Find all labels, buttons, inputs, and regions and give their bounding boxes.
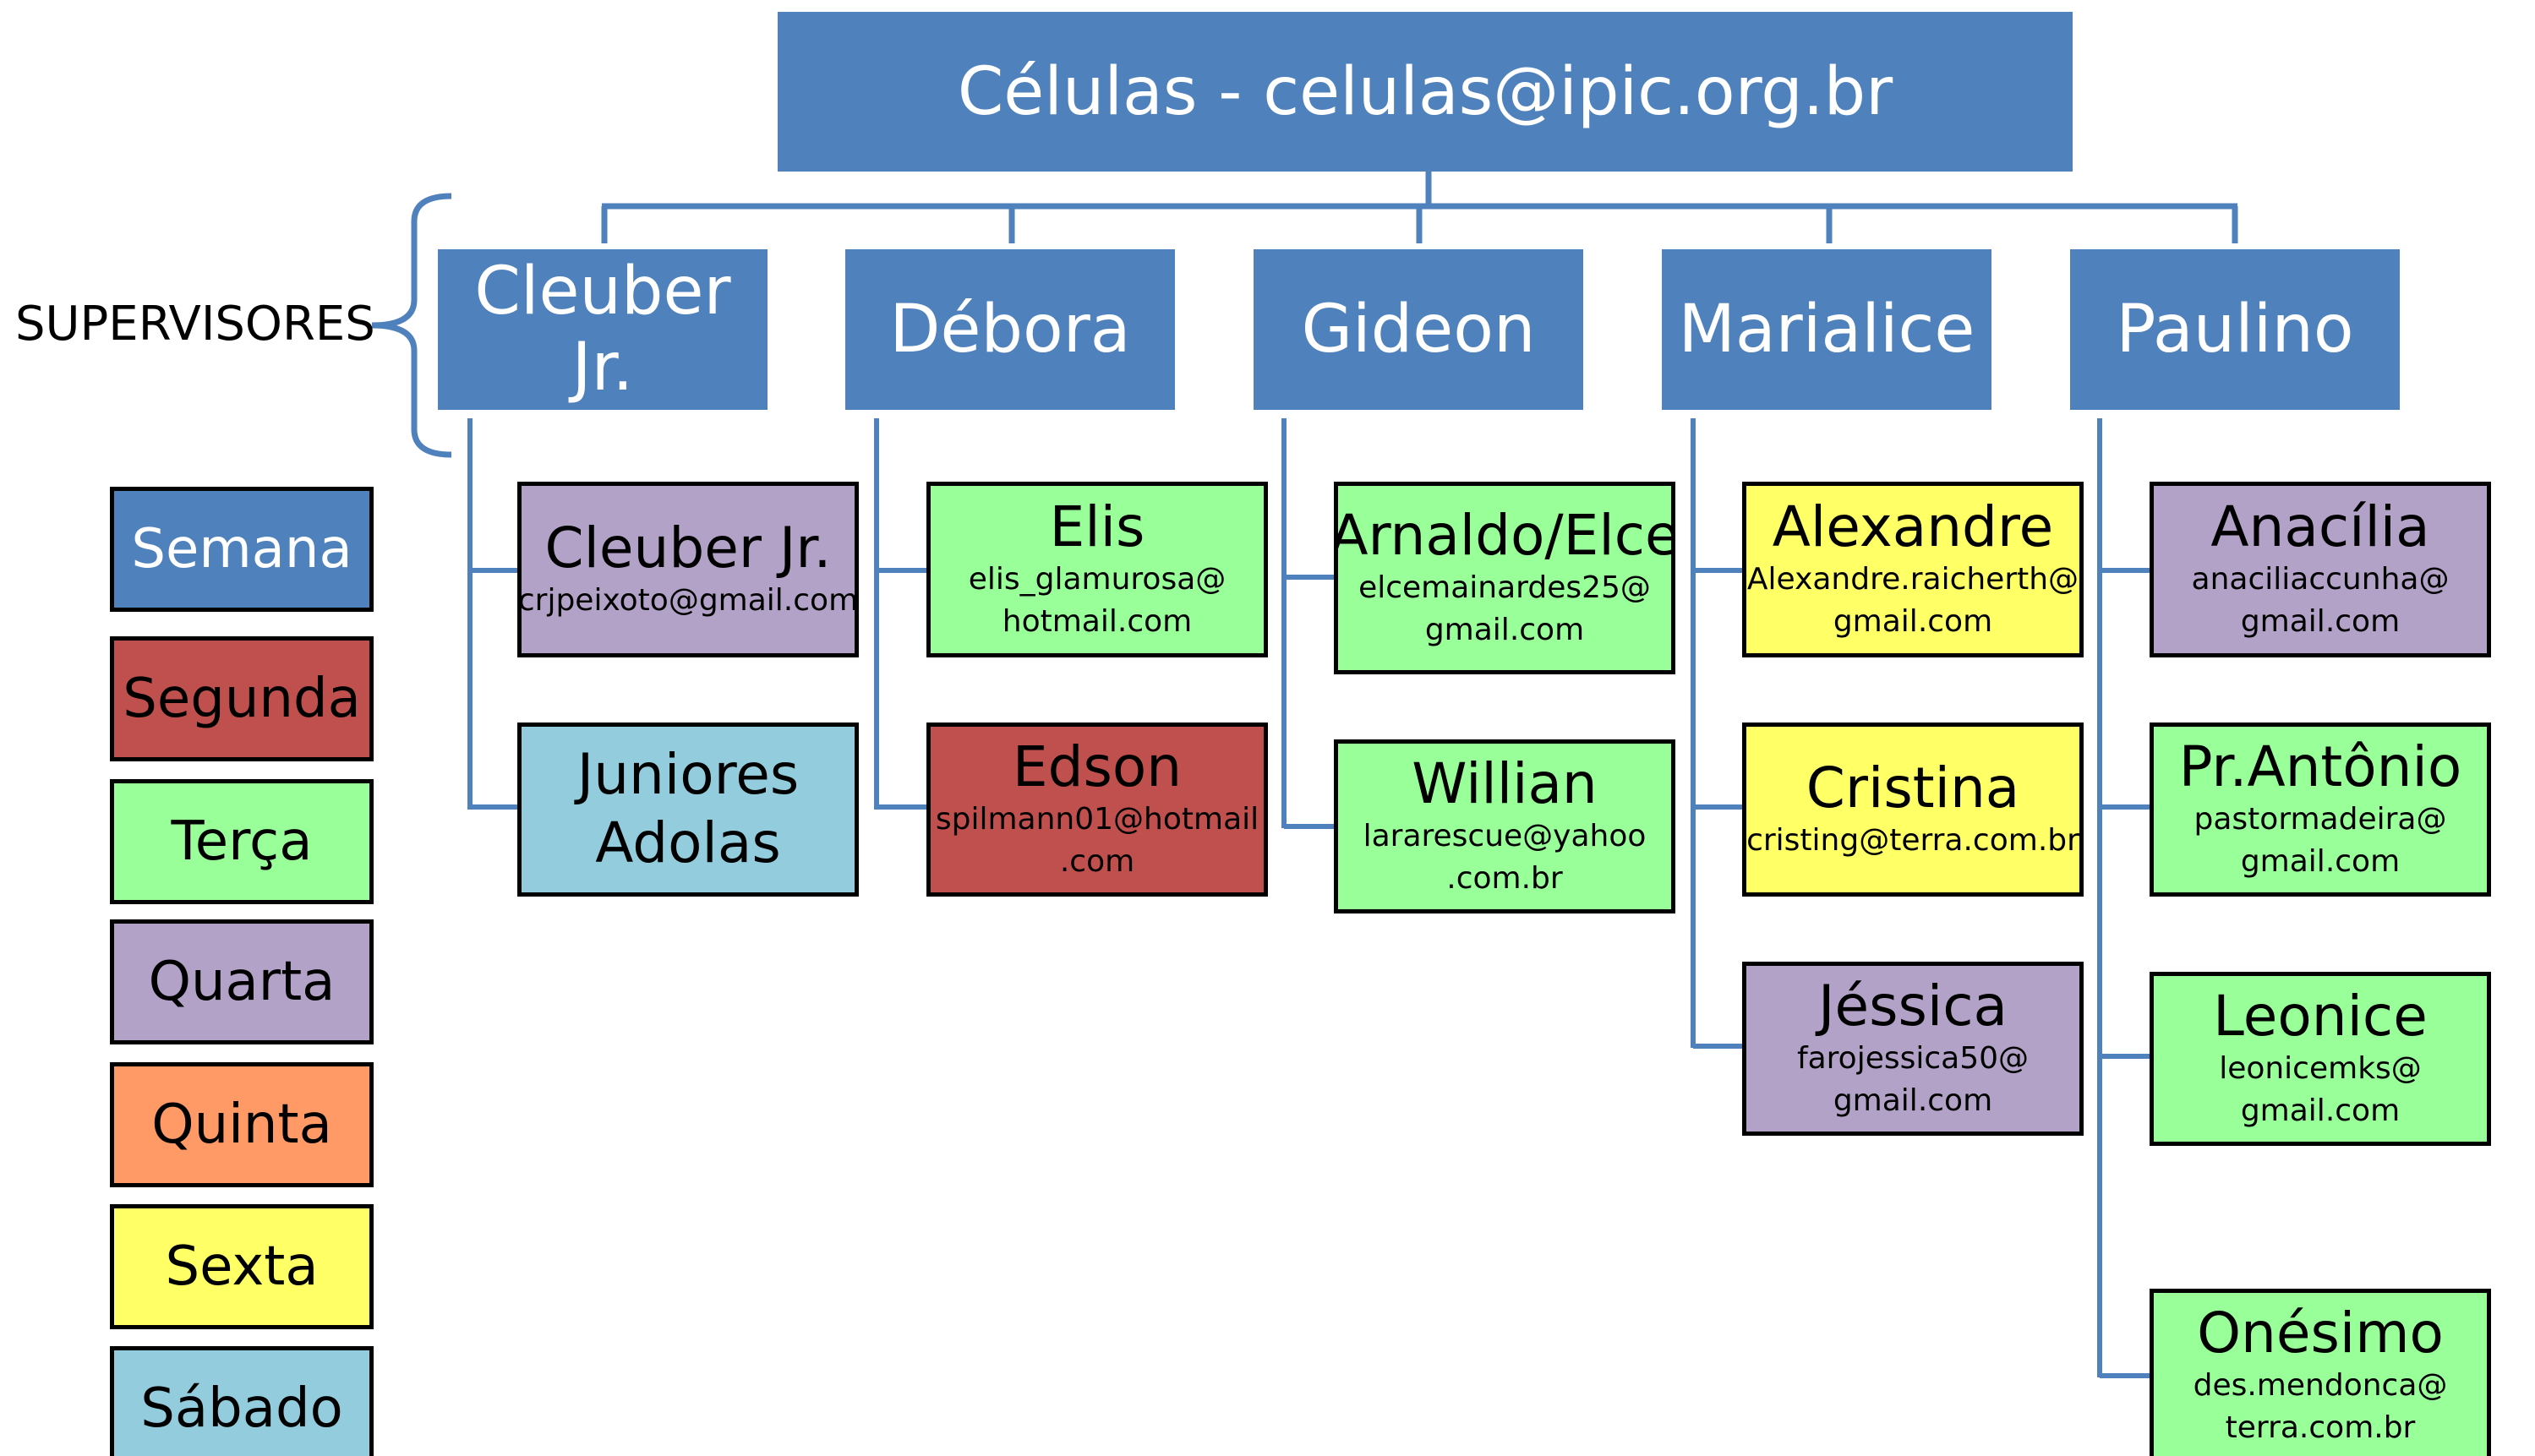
member-name: Cleuber Jr. (544, 515, 832, 581)
member-name-line2: Adolas (595, 810, 781, 875)
member-box: Elis elis_glamurosa@ hotmail.com (926, 482, 1268, 657)
member-email: spilmann01@hotmail (935, 802, 1259, 837)
member-email: cristing@terra.com.br (1746, 823, 2079, 859)
member-box: Alexandre Alexandre.raicherth@ gmail.com (1742, 482, 2084, 657)
member-email-line2: gmail.com (2240, 603, 2401, 639)
member-email: farojessica50@ (1796, 1041, 2030, 1077)
member-box: Onésimo des.mendonca@ terra.com.br (2150, 1289, 2491, 1456)
member-email: lararescue@yahoo (1363, 819, 1647, 854)
supervisor-box-gideon: Gideon (1254, 249, 1583, 410)
member-email: anaciliaccunha@ (2191, 562, 2450, 597)
member-box: Anacília anaciliaccunha@ gmail.com (2150, 482, 2491, 657)
supervisor-box-marialice: Marialice (1662, 249, 1991, 410)
member-name: Edson (1012, 734, 1183, 800)
member-box: Edson spilmann01@hotmail .com (926, 723, 1268, 897)
legend-item-semana: Semana (110, 487, 374, 612)
member-box: Jéssica farojessica50@ gmail.com (1742, 962, 2084, 1136)
supervisors-brace (371, 193, 452, 458)
member-box: Juniores Adolas (517, 723, 859, 897)
supervisors-label: SUPERVISORES (15, 297, 375, 352)
legend-label: Segunda (123, 668, 361, 730)
member-email: Alexandre.raicherth@ (1746, 562, 2079, 597)
legend-item-quinta: Quinta (110, 1062, 374, 1187)
member-name: Willian (1412, 751, 1598, 817)
member-box: Arnaldo/Elce elcemainardes25@ gmail.com (1334, 482, 1675, 674)
member-name: Juniores (576, 742, 800, 808)
legend-item-sabado: Sábado (110, 1346, 374, 1456)
member-email-line2: gmail.com (1833, 603, 1993, 639)
member-name: Anacília (2210, 494, 2430, 560)
header-title-box: Células - celulas@ipic.org.br (778, 12, 2073, 172)
member-email: elcemainardes25@ (1358, 570, 1651, 606)
member-email-line2: gmail.com (2240, 1093, 2401, 1128)
header-title: Células - celulas@ipic.org.br (957, 53, 1893, 130)
legend-item-quarta: Quarta (110, 919, 374, 1044)
supervisor-name: Paulino (2116, 292, 2354, 368)
member-email-line2: gmail.com (1833, 1082, 1993, 1118)
legend-item-terca: Terça (110, 779, 374, 904)
supervisor-name: Gideon (1301, 292, 1536, 368)
member-name: Pr.Antônio (2178, 734, 2462, 800)
member-email: crjpeixoto@gmail.com (517, 583, 859, 619)
supervisor-name: Débora (889, 292, 1131, 368)
member-box: Willian lararescue@yahoo .com.br (1334, 739, 1675, 913)
supervisor-box-debora: Débora (845, 249, 1175, 410)
member-name: Alexandre (1772, 494, 2054, 560)
legend-label: Quarta (148, 951, 336, 1013)
member-email-line2: terra.com.br (2225, 1410, 2416, 1445)
legend-label: Sexta (165, 1235, 319, 1298)
supervisor-name: Cleuber Jr. (474, 254, 731, 406)
member-name: Arnaldo/Elce (1334, 503, 1675, 569)
member-name: Leonice (2213, 984, 2428, 1050)
legend-label: Semana (131, 518, 352, 581)
legend-label: Sábado (140, 1377, 343, 1440)
member-email: pastormadeira@ (2194, 802, 2447, 837)
member-name: Jéssica (1818, 973, 2008, 1039)
member-name: Elis (1049, 494, 1145, 560)
member-email-line2: gmail.com (2240, 843, 2401, 879)
supervisor-box-cleuber: Cleuber Jr. (438, 249, 768, 410)
member-box: Cleuber Jr. crjpeixoto@gmail.com (517, 482, 859, 657)
member-email-line2: .com.br (1446, 860, 1563, 896)
legend-item-segunda: Segunda (110, 636, 374, 761)
member-email-line2: hotmail.com (1002, 603, 1193, 639)
supervisor-name: Marialice (1678, 292, 1975, 368)
member-box: Leonice leonicemks@ gmail.com (2150, 972, 2491, 1146)
member-box: Cristina cristing@terra.com.br (1742, 723, 2084, 897)
legend-label: Quinta (151, 1093, 332, 1156)
member-name: Onésimo (2197, 1301, 2444, 1366)
member-email: elis_glamurosa@ (968, 562, 1227, 597)
member-email-line2: .com (1059, 843, 1135, 879)
member-email-line2: gmail.com (1424, 612, 1585, 647)
member-email: des.mendonca@ (2193, 1368, 2448, 1404)
member-box: Pr.Antônio pastormadeira@ gmail.com (2150, 723, 2491, 897)
legend-label: Terça (171, 810, 313, 873)
member-email: leonicemks@ (2219, 1051, 2422, 1087)
legend-item-sexta: Sexta (110, 1204, 374, 1329)
supervisor-box-paulino: Paulino (2070, 249, 2400, 410)
member-name: Cristina (1806, 755, 2020, 821)
